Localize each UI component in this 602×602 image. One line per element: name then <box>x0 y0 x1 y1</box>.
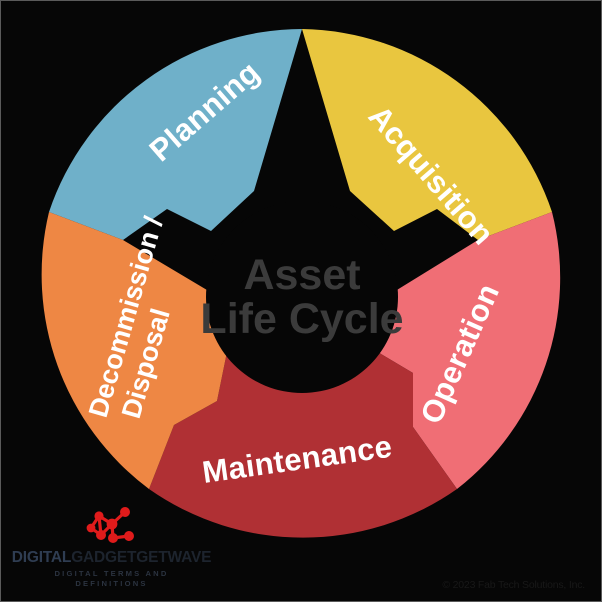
brand-word-part2: GADGETGETWAVE <box>71 549 212 566</box>
brand-wordmark: DIGITALGADGETGETWAVE <box>9 550 214 566</box>
segment-operation[interactable] <box>371 212 561 489</box>
molecule-network-icon <box>86 507 134 543</box>
segment-decommission-disposal[interactable] <box>41 212 233 489</box>
copyright-notice: © 2023 Fab Tech Solutions, Inc. <box>442 579 585 591</box>
donut-hub <box>206 201 398 393</box>
hub-title-line2: Life Cycle <box>200 295 403 343</box>
brand-word-part1: DIGITAL <box>11 549 72 566</box>
segment-acquisition[interactable] <box>302 29 552 240</box>
brand-tagline: DIGITAL TERMS AND DEFINITIONS <box>9 569 214 590</box>
brand-tagline-line2: DEFINITIONS <box>75 578 148 588</box>
hub-title-line1: Asset <box>243 251 360 299</box>
brand-logo[interactable]: DIGITALGADGETGETWAVE DIGITAL TERMS AND D… <box>9 502 214 589</box>
hub-title: Asset Life Cycle <box>200 251 403 343</box>
brand-tagline-line1: DIGITAL TERMS AND <box>54 568 169 578</box>
segment-planning[interactable] <box>49 29 302 240</box>
segment-maintenance[interactable] <box>149 331 457 538</box>
donut-segments <box>41 29 561 538</box>
